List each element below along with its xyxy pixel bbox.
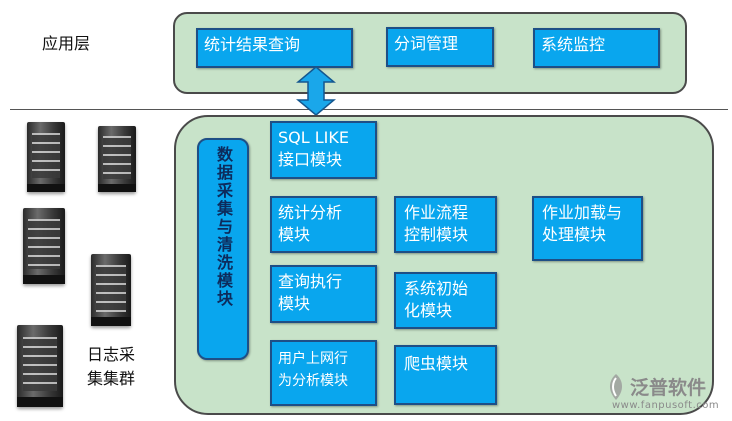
server-icon xyxy=(23,208,65,284)
system-monitor-box: 系统监控 xyxy=(533,28,660,68)
stats-query-box: 统计结果查询 xyxy=(196,28,353,68)
job-load-module: 作业加载与 处理模块 xyxy=(532,196,643,261)
workflow-control-module: 作业流程 控制模块 xyxy=(394,196,497,253)
server-icon xyxy=(91,254,131,326)
fanpu-logo-icon xyxy=(609,374,623,400)
query-exec-module: 查询执行 模块 xyxy=(270,265,377,323)
server-icon xyxy=(98,126,136,193)
log-cluster-label: 日志采 集集群 xyxy=(87,345,136,388)
app-layer-label: 应用层 xyxy=(42,34,91,53)
user-behavior-module: 用户上网行 为分析模块 xyxy=(270,340,377,406)
system-init-module: 系统初始 化模块 xyxy=(394,272,497,329)
crawler-module: 爬虫模块 xyxy=(394,345,497,405)
layer-divider xyxy=(10,109,728,110)
stats-analysis-module: 统计分析 模块 xyxy=(270,196,377,253)
server-icon xyxy=(27,122,65,193)
data-collection-module: 数据采集与清洗模块 xyxy=(197,138,249,360)
logo-url: www.fanpusoft.com xyxy=(612,400,720,411)
logo-text: 泛普软件 xyxy=(630,377,707,399)
word-segmentation-box: 分词管理 xyxy=(386,27,494,67)
sql-like-module: SQL LIKE 接口模块 xyxy=(270,121,377,179)
server-icon xyxy=(17,325,63,408)
bidirectional-arrow-icon xyxy=(296,66,336,116)
